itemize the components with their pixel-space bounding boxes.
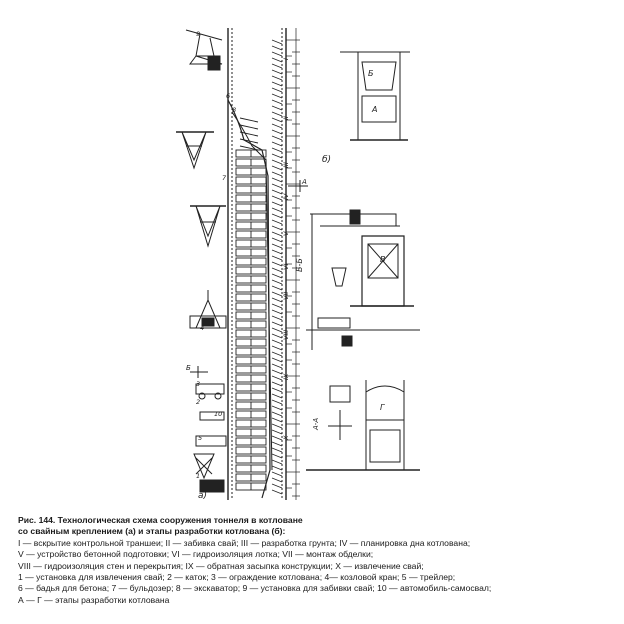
stage-roman-label: VIII xyxy=(282,330,290,340)
caption-line: VIII — гидроизоляция стен и перекрытия; … xyxy=(18,560,424,571)
panel-a-label: а) xyxy=(198,491,207,501)
crane-rig-2 xyxy=(190,205,226,248)
section-label-aa: А-А xyxy=(312,418,320,431)
section-stage-a xyxy=(340,51,410,141)
caption-title-line-1: Рис. 144. Технологическая схема сооружен… xyxy=(18,515,303,525)
gantry-crane xyxy=(189,290,227,329)
equipment-number: 5 xyxy=(198,434,202,442)
stage-letter: Г xyxy=(380,403,385,412)
section-stage-c xyxy=(306,380,420,471)
stage-roman-label: VII xyxy=(282,292,290,300)
caption-line: 1 — установка для извлечения свай; 2 — к… xyxy=(18,572,456,583)
equipment-number: 7 xyxy=(222,174,227,182)
cut-mark: Б xyxy=(186,364,191,372)
stage-roman-label: IV xyxy=(282,193,290,200)
stage-letter: А xyxy=(371,105,377,114)
tunnel-construction-diagram: а) б) Б-Б А-А Б А В Г А Б IIIIIIIVVVIVII… xyxy=(176,28,420,501)
stage-letter: В xyxy=(380,255,386,264)
stage-roman-label: II xyxy=(282,116,290,120)
equipment-number: 1 xyxy=(196,472,200,480)
stage-roman-label: VI xyxy=(282,264,290,270)
equipment-number: 2 xyxy=(196,398,200,406)
caption-title-line-2: со свайным креплением (а) и этапы разраб… xyxy=(18,526,286,537)
panel-b-label: б) xyxy=(322,155,331,165)
section-stage-b xyxy=(306,209,420,350)
equipment-number: 3 xyxy=(196,380,200,388)
stage-roman-label: X xyxy=(282,435,290,441)
cut-mark: А xyxy=(301,178,307,186)
section-label-bb: Б-Б xyxy=(295,258,304,272)
pile-extractor-bottom xyxy=(193,453,225,493)
stage-roman-label: III xyxy=(282,162,290,168)
stage-letter: Б xyxy=(368,69,374,78)
caption-line: I — вскрытие контрольной траншеи; II — з… xyxy=(18,537,471,548)
panel-a-plan xyxy=(176,28,308,500)
caption-line: А — Г — этапы разработки котлована xyxy=(18,594,170,605)
crane-rig-1 xyxy=(176,131,214,170)
stage-roman-label: I xyxy=(282,58,290,60)
equipment-number: 10 xyxy=(214,410,222,418)
equipment-number: 9 xyxy=(196,30,200,38)
caption-line: 6 — бадья для бетона; 7 — бульдозер; 8 —… xyxy=(18,583,492,594)
caption-line: V — устройство бетонной подготовки; VI —… xyxy=(18,549,374,560)
equipment-number: 8 xyxy=(232,106,236,114)
pile-driver-top xyxy=(185,29,223,71)
figure-caption: Рис. 144. Технологическая схема сооружен… xyxy=(18,515,618,606)
equipment-number: 6 xyxy=(226,92,230,100)
panel-b-sections xyxy=(306,51,420,471)
stage-roman-label: IX xyxy=(282,373,290,380)
equipment-number: 4 xyxy=(200,324,204,332)
stage-roman-label: V xyxy=(282,231,290,236)
roller-and-trailer xyxy=(195,383,227,447)
